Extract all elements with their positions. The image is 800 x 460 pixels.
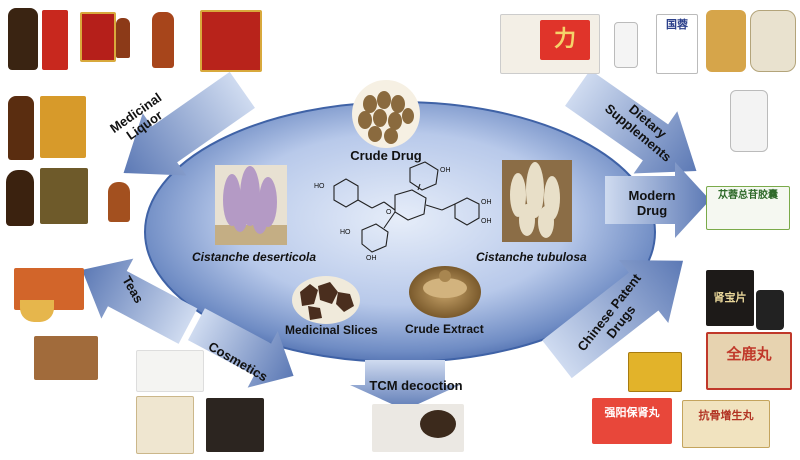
arrow-teas xyxy=(82,258,198,344)
arrow-cosmetics xyxy=(187,308,294,388)
atom-oh-4: OH xyxy=(366,255,377,262)
cosmetics-box-2 xyxy=(136,396,194,454)
patent-jar xyxy=(756,290,784,330)
liquor-bottle-1 xyxy=(8,8,38,70)
tea-bag-box xyxy=(34,336,98,380)
medicinal-slices-image xyxy=(292,276,360,324)
liquor-bottle-5 xyxy=(6,170,34,226)
arrow-dietary-supplements xyxy=(565,69,697,174)
supplement-jar-2 xyxy=(750,10,796,72)
label-medicinal-slices: Medicinal Slices xyxy=(285,323,378,337)
liquor-bottle-3 xyxy=(152,12,174,68)
liquor-bottle-4 xyxy=(8,96,34,160)
atom-oh-1: OH xyxy=(481,199,492,206)
supplement-jar-1 xyxy=(706,10,746,72)
patent-bottle: 肾宝片 xyxy=(706,270,754,326)
label-cistanche-deserticola: Cistanche deserticola xyxy=(192,250,317,264)
cistanche-deserticola-image xyxy=(215,165,287,245)
atom-o-1: O xyxy=(386,209,392,216)
patent-box-red: 强阳保肾丸 xyxy=(592,398,672,444)
arrow-tcm-decoction xyxy=(350,360,460,410)
molecule-structure xyxy=(333,161,480,253)
liquor-bottle-6 xyxy=(108,182,130,222)
label-tcm-decoction: TCM decoction xyxy=(369,378,463,393)
supplement-bottle-1 xyxy=(614,22,638,68)
cosmetics-box-3 xyxy=(206,398,264,452)
liquor-box-5 xyxy=(40,168,88,224)
liquor-bottle-2 xyxy=(116,18,130,58)
crude-drug-image xyxy=(352,80,420,148)
tea-cup xyxy=(20,300,54,322)
label-crude-extract: Crude Extract xyxy=(405,322,484,336)
liquor-box-3 xyxy=(200,10,262,72)
liquor-box-1 xyxy=(42,10,68,70)
label-modern-drug-line2: Drug xyxy=(636,203,668,218)
label-crude-drug: Crude Drug xyxy=(350,148,422,163)
arrow-medicinal-liquor xyxy=(123,71,255,176)
label-modern-drug: Modern Drug xyxy=(622,188,682,218)
label-modern-drug-line1: Modern xyxy=(628,188,676,203)
arrow-modern-drug xyxy=(605,162,710,238)
atom-oh-3: OH xyxy=(440,167,451,174)
atom-ho-2: HO xyxy=(340,229,351,236)
cistanche-tubulosa-image xyxy=(502,160,572,242)
modern-drug-box: 苁蓉总苷胶囊 xyxy=(706,186,790,230)
patent-box-deer: 全鹿丸 xyxy=(706,332,792,390)
tcm-decoction-bowl xyxy=(420,410,456,438)
crude-extract-image xyxy=(409,266,481,318)
label-cistanche-tubulosa: Cistanche tubulosa xyxy=(476,250,587,264)
arrow-chinese-patent-drugs xyxy=(542,260,684,379)
supplement-box-1-emblem: 力 xyxy=(540,20,590,60)
patent-box-small xyxy=(628,352,682,392)
supplement-box-2: 国蓉 xyxy=(656,14,698,74)
liquor-box-2 xyxy=(80,12,116,62)
cosmetics-set-1 xyxy=(136,350,204,392)
atom-oh-2: OH xyxy=(481,218,492,225)
atom-ho-1: HO xyxy=(314,183,325,190)
liquor-box-4 xyxy=(40,96,86,158)
supplement-bottle-2 xyxy=(730,90,768,152)
patent-box-yellow: 抗骨增生丸 xyxy=(682,400,770,448)
